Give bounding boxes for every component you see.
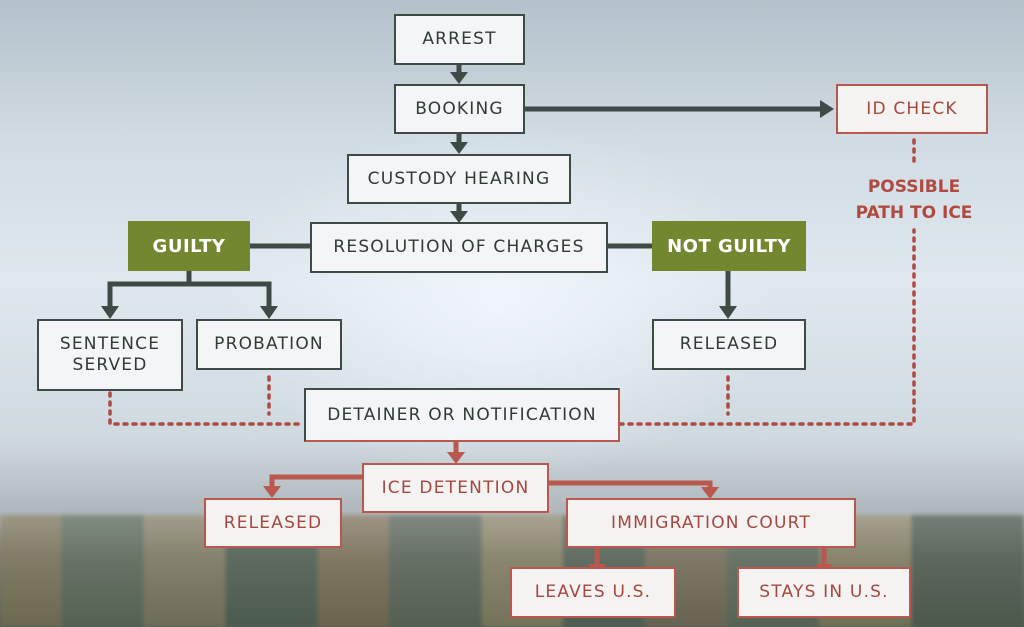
- custody-hearing-node: CUSTODY HEARING: [347, 154, 571, 204]
- sentence-to-detainer-dotted: [108, 391, 306, 426]
- id-check-node: ID CHECK: [836, 84, 988, 134]
- booking-node: BOOKING: [394, 84, 525, 134]
- guilty-branch-line: [107, 281, 272, 309]
- idcheck-to-detainer-dotted-lower: [618, 228, 916, 426]
- legal-path-arrows: [107, 65, 822, 309]
- ice-detention-node: ICE DETENTION: [362, 463, 549, 513]
- arrowhead: [719, 306, 737, 319]
- immigration-court-node: IMMIGRATION COURT: [566, 498, 856, 548]
- ice-to-court-line: [549, 480, 713, 490]
- arrest-node: ARREST: [394, 14, 525, 65]
- legal-path-arrowheads: [101, 72, 834, 319]
- released-from-ice-node: RELEASED: [204, 498, 342, 548]
- ice-to-released-line: [269, 474, 362, 488]
- released-after-trial-node: RELEASED: [652, 319, 806, 370]
- arrowhead: [447, 452, 465, 464]
- sentence-served-node: SENTENCE SERVED: [37, 319, 183, 391]
- probation-node: PROBATION: [196, 319, 342, 370]
- arrowhead: [263, 486, 281, 498]
- possible-path-dotted-lines: [108, 138, 916, 426]
- arrowhead: [450, 211, 468, 223]
- detainer-or-notification-node: DETAINER OR NOTIFICATION: [304, 388, 620, 442]
- arrowhead: [260, 306, 278, 319]
- arrowhead: [820, 100, 834, 118]
- arrowhead: [101, 306, 119, 319]
- not-guilty-node: NOT GUILTY: [652, 221, 806, 271]
- guilty-node: GUILTY: [128, 221, 250, 271]
- stays-in-us-node: STAYS IN U.S.: [737, 567, 911, 618]
- leaves-us-node: LEAVES U.S.: [510, 567, 676, 618]
- arrowhead: [701, 487, 719, 499]
- resolution-of-charges-node: RESOLUTION OF CHARGES: [310, 222, 608, 273]
- arrowhead: [450, 142, 468, 154]
- arrowhead: [450, 72, 468, 84]
- possible-path-to-ice-label: POSSIBLE PATH TO ICE: [855, 177, 973, 223]
